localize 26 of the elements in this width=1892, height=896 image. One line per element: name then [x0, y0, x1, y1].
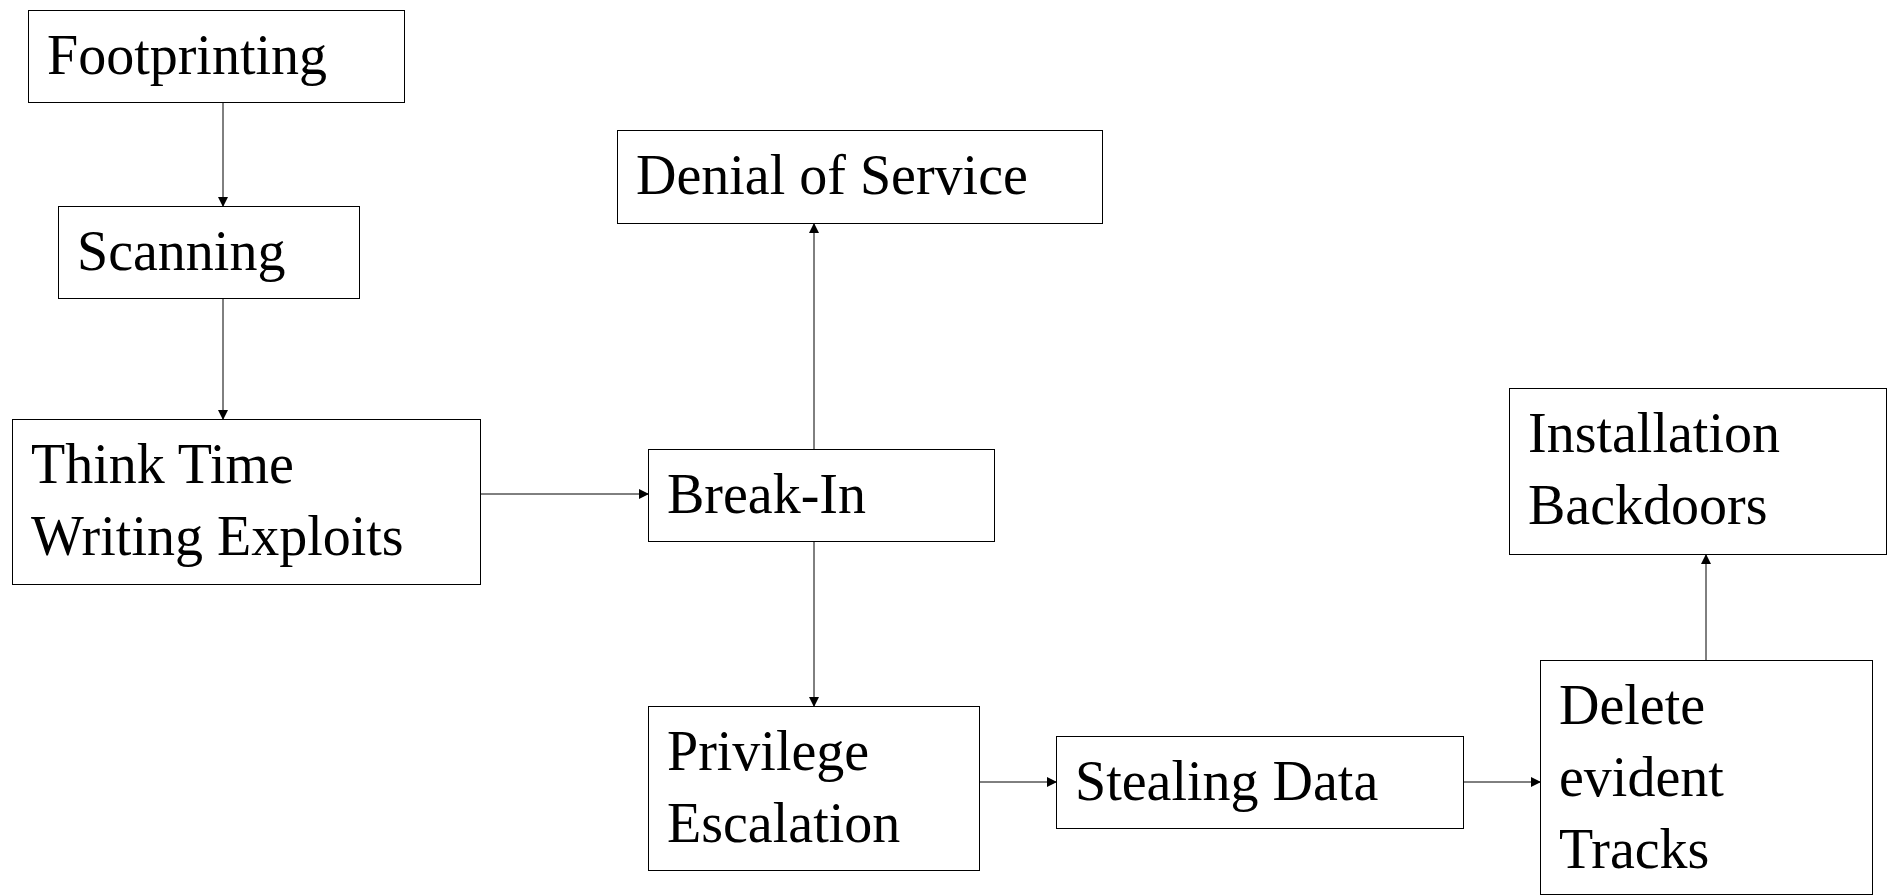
box-label: Scanning — [77, 219, 287, 284]
process-box — [1056, 736, 1464, 829]
process-box — [58, 206, 360, 299]
arrow — [809, 541, 819, 707]
box-label: Installation Backdoors — [1528, 401, 1781, 538]
process-box — [648, 449, 995, 542]
process-box — [617, 130, 1103, 224]
box-label: Denial of Service — [636, 143, 1029, 208]
box-label: Break-In — [667, 462, 867, 527]
process-box — [12, 419, 481, 585]
box-label: Privilege Escalation — [667, 719, 902, 856]
process-box — [648, 706, 980, 871]
arrow — [979, 777, 1057, 787]
process-box — [1509, 388, 1887, 555]
box-label: Stealing Data — [1075, 749, 1380, 814]
arrow — [218, 298, 228, 420]
arrow — [218, 102, 228, 207]
arrow — [1463, 777, 1541, 787]
arrow — [480, 489, 649, 499]
process-box — [28, 10, 405, 103]
process-box — [1540, 660, 1873, 895]
box-label: Think Time Writing Exploits — [31, 432, 405, 569]
arrow — [809, 223, 819, 450]
box-label: Footprinting — [47, 23, 329, 88]
arrow — [1701, 554, 1711, 661]
box-label: Delete evident Tracks — [1559, 673, 1725, 882]
